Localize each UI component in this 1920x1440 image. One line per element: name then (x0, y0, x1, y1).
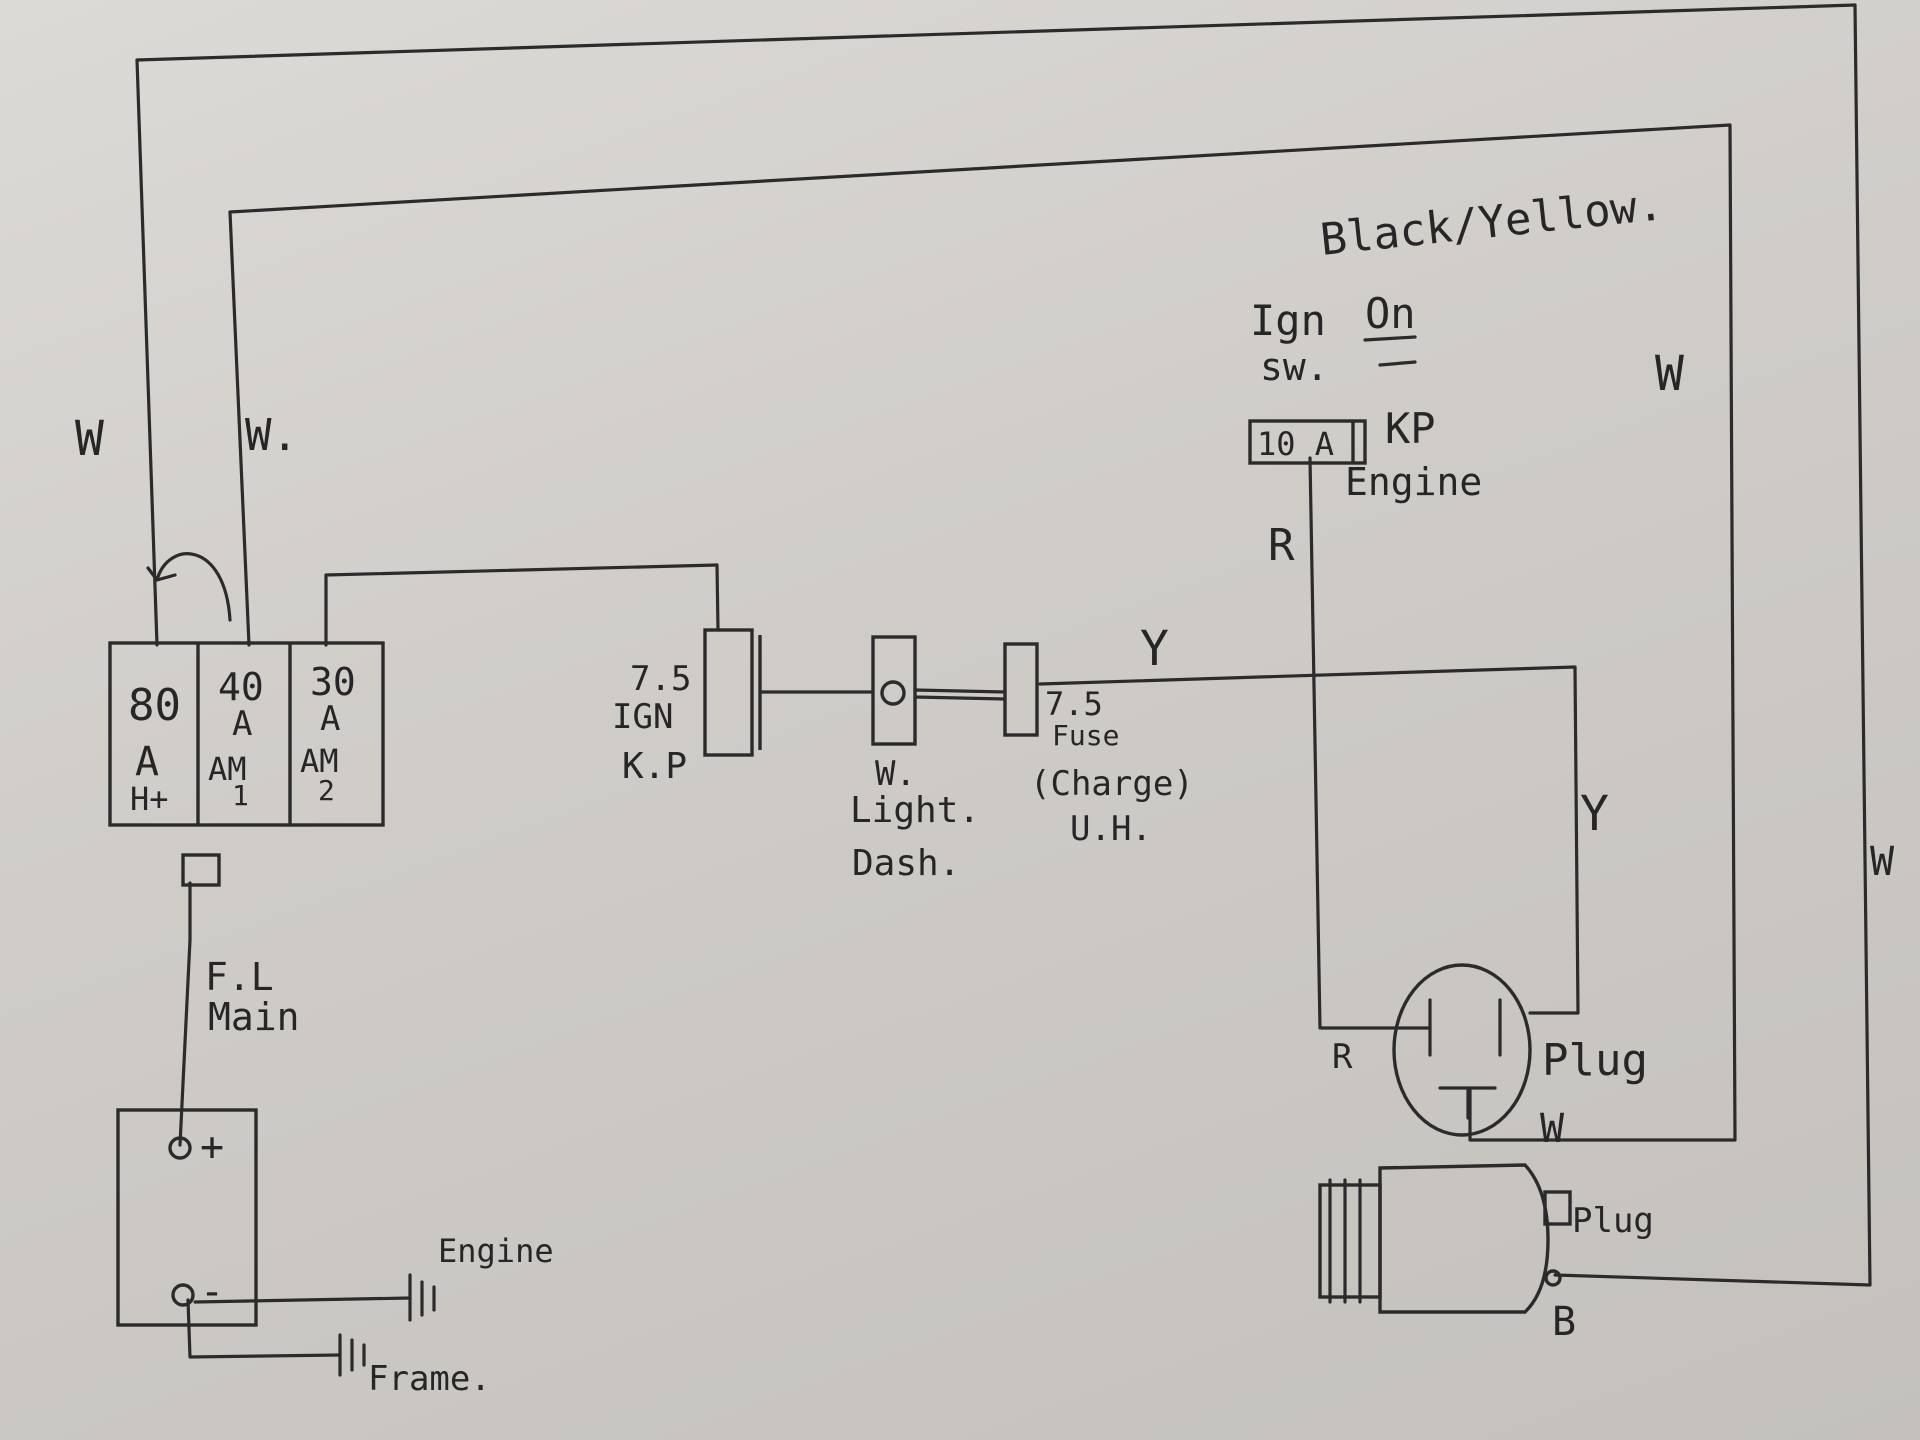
wire-battery-to-frame-ground (186, 1298, 342, 1359)
ign-on-underline-1 (1363, 335, 1417, 342)
alternator (1318, 1163, 1550, 1314)
fl-main-terminal (181, 853, 221, 887)
fuse-40a-loop-arrow (155, 552, 232, 622)
fuse-80a-name: H+ (130, 780, 169, 818)
label-ign-sw-line2: sw. (1260, 345, 1329, 389)
plug-pins (1428, 998, 1502, 1120)
label-engine-kp: Engine (1345, 460, 1482, 504)
ground-frame-label: Frame. (368, 1359, 491, 1399)
engine-ground-symbol (408, 1273, 436, 1322)
charge-fuse-name: Fuse (1052, 719, 1119, 752)
fuse-30a-value: 30 (310, 660, 356, 704)
wire-y-yellow (1038, 665, 1580, 1015)
warning-light-label-dash: Dash. (852, 843, 960, 884)
warning-light-label-light: Light. (850, 790, 980, 831)
charge-fuse-value: 7.5 (1045, 685, 1103, 723)
alternator-plug-socket (1543, 1190, 1572, 1226)
warning-light-box (871, 635, 917, 746)
wire-label-w-mid: W. (245, 410, 298, 461)
wire-light-to-charge-fuse (913, 688, 1007, 701)
charge-fuse-box (1003, 642, 1039, 737)
charge-fuse-uh: U.H. (1070, 809, 1152, 849)
ign-fuse-name: IGN (612, 697, 673, 737)
fuse-40a-number: 1 (232, 779, 249, 812)
wire-label-w-right: W (1655, 346, 1684, 402)
wire-w-outer-loop (135, 3, 1872, 1287)
label-ign-on: On (1365, 289, 1416, 338)
label-black-yellow: Black/Yellow. (1318, 179, 1666, 266)
ground-engine-label: Engine (438, 1232, 554, 1270)
battery-negative-sign: - (200, 1269, 224, 1315)
wire-label-y-top: Y (1140, 621, 1169, 677)
frame-ground-symbol (338, 1333, 366, 1377)
fuse-80a-value: 80 (128, 680, 181, 731)
wire-w-inner-loop (228, 123, 1737, 1142)
fuse-10a-label: 10 A (1257, 425, 1334, 463)
warning-light-bulb (880, 680, 906, 706)
fuse-80a-unit: A (135, 739, 159, 785)
fuse-40a-loop-arrowhead (146, 566, 177, 582)
wire-label-w-left: W (75, 411, 104, 467)
battery-positive-terminal (168, 1136, 192, 1160)
fuse-40a-value: 40 (218, 665, 264, 709)
alternator-b-label: B (1552, 1299, 1576, 1345)
fuse-block (108, 641, 385, 827)
label-ign-sw-line1: Ign (1250, 296, 1326, 345)
warning-light-label-w: W. (875, 754, 916, 794)
fuse-30a-number: 2 (318, 774, 335, 807)
ign-on-underline-2 (1378, 360, 1417, 367)
alternator-b-terminal (1544, 1269, 1562, 1287)
wire-label-w-far-right: W (1870, 839, 1895, 885)
battery-positive-sign: + (200, 1124, 224, 1170)
fl-main-label-fl: F.L (205, 955, 274, 999)
ign-fuse-kp: K.P (622, 746, 687, 787)
wire-fl-main (178, 881, 192, 1147)
wire-label-w-bottom: W (1540, 1106, 1565, 1152)
battery-negative-terminal (171, 1283, 195, 1307)
wire-battery-to-engine-ground (193, 1296, 412, 1304)
battery-box (116, 1108, 258, 1327)
label-kp: KP (1385, 404, 1436, 453)
fuse-40a-unit: A (232, 704, 252, 744)
wire-label-y-right: Y (1580, 786, 1609, 842)
wire-label-r-bottom: R (1332, 1037, 1353, 1077)
plug-connector-label: Plug (1542, 1035, 1648, 1086)
wire-30a-to-ign-fuse (324, 563, 720, 647)
fuse-10a-box (1248, 419, 1367, 465)
plug-connector (1392, 963, 1532, 1137)
charge-fuse-charge: (Charge) (1030, 764, 1194, 804)
fl-main-label-main: Main (208, 995, 300, 1039)
wire-r-red (1308, 456, 1432, 1030)
alternator-plug-label: Plug (1572, 1201, 1654, 1241)
fuse-30a-name: AM (300, 742, 339, 780)
ign-fuse-box (703, 628, 754, 757)
fuse-40a-name: AM (208, 750, 247, 788)
ign-fuse-value: 7.5 (630, 659, 691, 699)
fuse-30a-unit: A (320, 699, 340, 739)
wire-label-r-top: R (1268, 520, 1295, 571)
